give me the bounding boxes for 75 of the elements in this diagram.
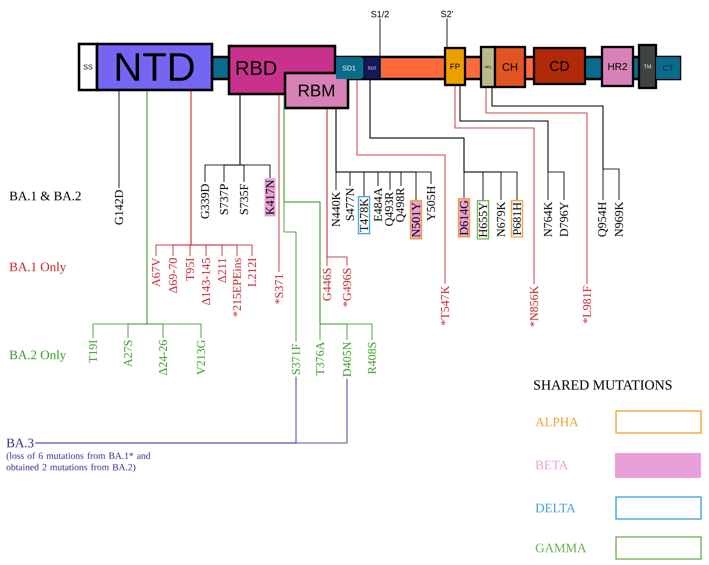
connector-line <box>486 88 588 284</box>
domain-box: CD <box>532 46 586 86</box>
mutation-label: Q954H <box>598 202 608 237</box>
mutation-label: Q498R <box>396 188 406 222</box>
mutation-box: N501Y <box>410 200 422 240</box>
connector-line <box>454 86 534 284</box>
mutation-label: N969K <box>614 202 624 237</box>
mutation-label: L212I <box>248 258 256 287</box>
connector-line <box>240 94 270 178</box>
connector-line <box>460 86 564 200</box>
mutation-label: S737P <box>220 184 228 214</box>
domain-box: RBM <box>284 72 350 110</box>
legend-label: GAMMA <box>536 544 586 552</box>
connector-line <box>190 90 252 256</box>
lineage-note: (loss of 6 mutations from BA.1* and obtained 2 mutations from BA.2) <box>6 452 150 472</box>
row-label: BA.2 Only <box>10 350 66 362</box>
mutation-label: V213G <box>196 340 206 375</box>
mutation-label: S735F <box>240 184 248 214</box>
legend-title: SHARED MUTATIONS <box>534 380 672 390</box>
mutation-label: T19I <box>88 340 98 363</box>
mutation-label: *G496S <box>342 268 352 306</box>
site-label: S2' <box>441 10 453 18</box>
mutation-label: G142D <box>114 190 124 225</box>
mutation-label: Q493R <box>385 192 395 226</box>
row-label: BA.1 & BA.2 <box>10 192 81 200</box>
connector-line <box>146 90 202 338</box>
mutation-label: S477N <box>346 188 354 220</box>
domain-box: NTD <box>96 42 214 92</box>
mutation-label: G339D <box>200 184 210 219</box>
mutation-label: D405N <box>342 342 352 377</box>
mutation-box: K417N <box>264 178 276 217</box>
mutation-label: E484A <box>374 188 382 222</box>
mutation-label: T95I <box>186 258 194 281</box>
legend-label: BETA <box>536 460 568 470</box>
mutation-label: G446S <box>322 268 332 301</box>
mutation-label: Δ69-70 <box>168 258 178 293</box>
mutation-label: *T547K <box>441 286 449 326</box>
site-label: S1/2 <box>371 10 389 18</box>
domain-box: HR2 <box>600 46 634 88</box>
mutation-label: *N856K <box>530 286 538 326</box>
mutation-label: N679K <box>496 202 506 237</box>
connector-line <box>356 78 446 284</box>
mutation-label: *S371 <box>274 274 284 304</box>
lineage-label: BA.3 <box>6 438 34 448</box>
mutation-label: A27S <box>124 340 132 367</box>
mutation-label: T376A <box>316 342 324 376</box>
connector-line <box>34 378 348 444</box>
mutation-box: H655Y <box>476 200 490 240</box>
legend-label: DELTA <box>536 504 576 512</box>
mutation-label: Y505H <box>426 186 436 221</box>
connector-line <box>326 108 348 266</box>
mutation-label: *L981F <box>582 286 592 324</box>
mutation-label: Δ24-26 <box>158 340 168 375</box>
mutation-label: R408S <box>368 342 376 374</box>
domain-box: CH <box>494 46 526 88</box>
connector-line <box>278 94 280 272</box>
connector-line <box>336 108 432 184</box>
mutation-label: A67V <box>152 258 160 287</box>
mutation-label: D796Y <box>560 202 568 237</box>
mutation-label: *215EPEins <box>232 258 242 316</box>
domain-box: CT <box>656 57 680 79</box>
mutation-label: Δ211 <box>218 258 226 283</box>
domain-box: FP <box>444 46 466 86</box>
mutation-box: T478K <box>358 196 370 234</box>
legend-label: ALPHA <box>535 418 578 426</box>
mutation-label: Δ143-145 <box>202 258 210 305</box>
leader-line <box>446 18 448 48</box>
mutation-box: D614G <box>458 198 470 238</box>
mutation-label: S371F <box>292 344 300 374</box>
connector-line <box>284 94 372 340</box>
mutation-label: N440K <box>332 192 340 227</box>
row-label: BA.1 Only <box>10 262 66 274</box>
mutation-label: N764K <box>544 202 552 237</box>
mutation-box: P681H <box>510 200 524 238</box>
connector-line <box>118 90 120 188</box>
